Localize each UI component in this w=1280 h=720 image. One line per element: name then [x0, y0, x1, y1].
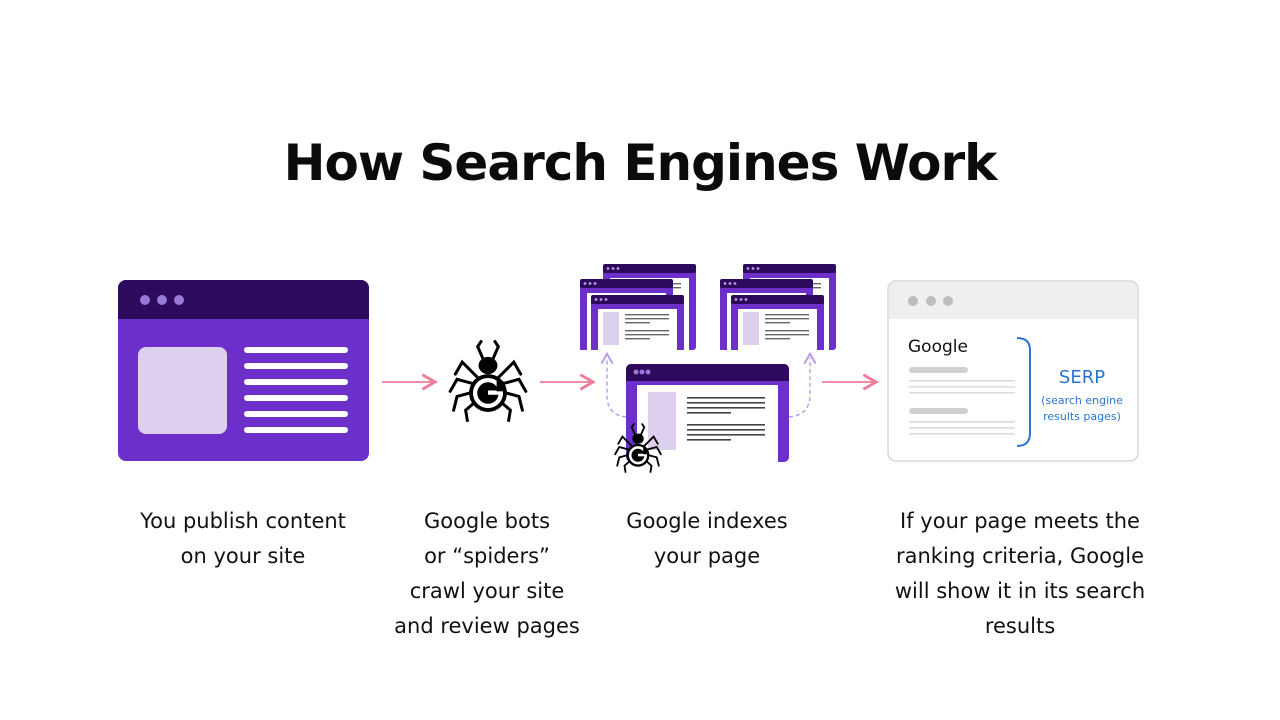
spider-bot-icon [450, 341, 526, 420]
serp-sub-line: results pages) [1043, 410, 1121, 423]
caption-line: results [985, 614, 1055, 638]
caption-line: on your site [181, 544, 306, 568]
caption-line: will show it in its search [895, 579, 1145, 603]
caption-step-2: Google bots or “spiders” crawl your site… [394, 509, 580, 638]
caption-step-3: Google indexes your page [626, 509, 787, 568]
indexed-pages-left-stack [580, 264, 696, 350]
indexed-pages-right-stack [720, 264, 836, 350]
page-title: How Search Engines Work [284, 134, 999, 192]
caption-step-1: You publish content on your site [139, 509, 346, 568]
caption-line: Google indexes [626, 509, 787, 533]
caption-line: your page [654, 544, 760, 568]
serp-label: SERP [1059, 367, 1105, 388]
dashed-arrow-right [788, 351, 817, 418]
caption-line: or “spiders” [424, 544, 550, 568]
serp-bracket [1016, 337, 1031, 447]
caption-line: You publish content [139, 509, 346, 533]
indexed-page-window [626, 364, 789, 462]
serp-sub-line: (search engine [1041, 394, 1123, 407]
google-logo: Google [908, 337, 968, 357]
caption-line: Google bots [424, 509, 550, 533]
caption-line: crawl your site [410, 579, 565, 603]
caption-line: ranking criteria, Google [896, 544, 1144, 568]
caption-line: and review pages [394, 614, 580, 638]
caption-line: If your page meets the [900, 509, 1140, 533]
caption-step-4: If your page meets the ranking criteria,… [895, 509, 1145, 638]
website-window-icon [118, 280, 369, 461]
serp-window-icon: Google SERP (search engine results pages… [887, 280, 1139, 462]
dashed-arrow-left [600, 351, 627, 418]
